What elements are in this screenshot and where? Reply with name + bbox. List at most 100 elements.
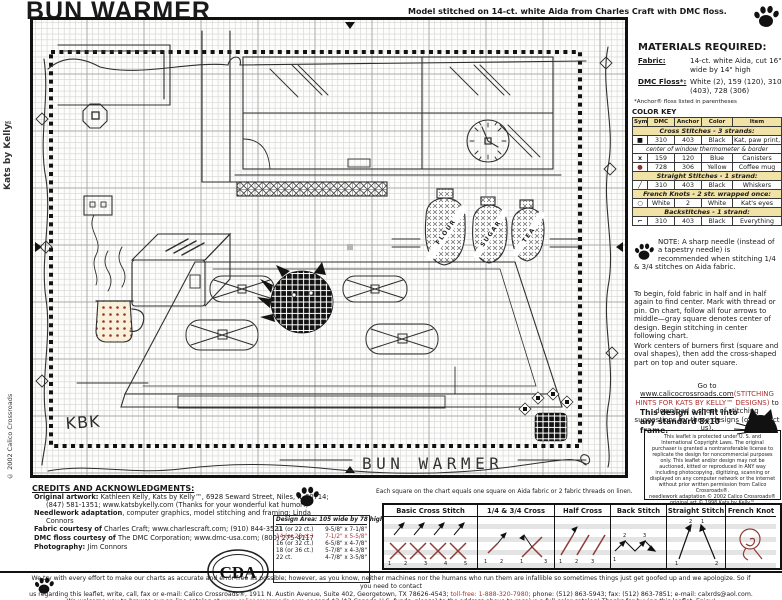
stitch-guide-header: Basic Cross Stitch: [384, 505, 477, 517]
footer-line3-pre: We welcome you to browse our on-line cat…: [66, 598, 221, 600]
footer-fine-print: We try with every effort to make our cha…: [26, 575, 756, 600]
credit-text: The DMC Corporation; www.dmc-usa.com; (8…: [115, 533, 314, 542]
credit-text: Charles Craft; www.charlescraft.com; (91…: [101, 525, 283, 534]
svg-text:1: 1: [613, 557, 616, 563]
svg-text:2: 2: [623, 533, 626, 539]
svg-text:1: 1: [484, 559, 487, 565]
toaster-lever: [189, 274, 201, 289]
stitch-guide-header: Back Stitch: [610, 505, 666, 517]
paw-icon: [296, 486, 319, 507]
count-cell: 11 (or 22 ct.): [276, 526, 314, 533]
size-cell: 4-7/8" x 3-5/8": [325, 555, 367, 562]
design-area-row: 22 ct. 4-7/8" x 3-5/8": [276, 555, 367, 562]
credit-lead: Original artwork:: [34, 493, 99, 501]
stitch-guide-strip: Basic Cross Stitch 1/4 & 3/4 Cross Half …: [382, 503, 782, 570]
paw-icon: [34, 577, 54, 594]
materials-floss-row: DMC Floss*: White (2), 159 (120), 310 (4…: [638, 77, 782, 95]
design-area-row: 14 (or 28 ct.) 7-1/2" x 5-5/8": [276, 534, 367, 541]
anchor-cell: 403: [674, 180, 702, 190]
dmc-cell: 728: [647, 162, 675, 172]
chart-svg: BUN WARMER KBK FLOUR SUGAR TEA: [30, 17, 628, 478]
stitched-paw-print: [518, 387, 574, 442]
count-cell: 22 ct.: [276, 555, 293, 562]
begin-instructions: To begin, fold fabric in half and in hal…: [634, 290, 776, 341]
artist-initials: KBK: [65, 412, 101, 433]
section-title: French Knots - 2 str. wrapped once:: [632, 189, 782, 199]
footer-line2: us regarding this leaflet, write, call, …: [26, 591, 756, 599]
website-note: Go to www.calicocrossroads.com(STITCHING…: [634, 382, 780, 432]
note-text: NOTE: A sharp needle (instead of a tapes…: [634, 238, 776, 272]
footer-line2-pre: us regarding this leaflet, write, call, …: [29, 590, 451, 598]
copyright-line2: needlework adaptation © 2002 Calico Cros…: [649, 494, 776, 500]
design-area-heading: Design Area: 105 wide by 78 high: [276, 517, 384, 525]
burner-instructions: Work centers of burners first (square an…: [634, 342, 779, 367]
materials-heading: MATERIALS REQUIRED:: [638, 42, 767, 53]
symbol-cell: x: [632, 153, 648, 163]
copyright-body: This leaflet is protected under U. S. an…: [649, 434, 776, 494]
stitch-guide-header: 1/4 & 3/4 Cross: [477, 505, 554, 517]
credit-lead: DMC floss courtesy of: [34, 533, 116, 542]
section-title: Straight Stitches - 1 strand:: [632, 171, 782, 181]
paw-icon: [634, 243, 654, 260]
item-cell: Kat's eyes: [732, 198, 782, 208]
design-area-rows: 11 (or 22 ct.)9-5/8" x 7-1/8"14 (or 28 c…: [276, 527, 367, 563]
symbol-cell: ■: [632, 135, 648, 145]
svg-text:3: 3: [643, 533, 646, 539]
credit-lead: Photography:: [34, 542, 86, 551]
footer-line3-post: or send $2 ($3 Canada-U.S. funds, please…: [304, 598, 715, 600]
goto-red: (STITCHING HINTS FOR KATS BY KELLY™ DESI…: [635, 390, 774, 407]
clock: [466, 119, 510, 163]
svg-text:2: 2: [575, 559, 578, 565]
copyright-box: This leaflet is protected under U. S. an…: [644, 430, 781, 506]
svg-text:3: 3: [544, 559, 547, 565]
credit-line: DMC floss courtesy of The DMC Corporatio…: [34, 533, 336, 543]
count-cell: 16 (or 32 ct.): [276, 540, 314, 547]
svg-text:2: 2: [689, 519, 692, 525]
credit-text: Jim Connors: [85, 542, 128, 551]
svg-text:4: 4: [444, 561, 447, 566]
dmc-cell: 310: [647, 135, 675, 145]
stitch-guide-header: Half Cross: [554, 505, 610, 517]
credit-text: Kathleen Kelly, Kats by Kelly™, 6928 Sew…: [46, 493, 329, 509]
peeking-cat-icon: [734, 408, 778, 435]
svg-text:1: 1: [559, 559, 562, 565]
footer-divider: [0, 571, 782, 573]
stitch-guide-header: French Knot: [725, 505, 776, 517]
color-key-section-row: Cross Stitches - 3 strands:: [632, 126, 782, 136]
fabric-label: Fabric:: [638, 56, 666, 65]
anchor-note: *Anchor® floss listed in parentheses: [634, 99, 737, 105]
section-title: Cross Stitches - 3 strands:: [632, 126, 782, 136]
color-cell: Blue: [701, 153, 733, 163]
floss-label: DMC Floss*:: [638, 77, 687, 86]
window-glass-arcs: [242, 124, 541, 170]
materials-fabric-row: Fabric: 14-ct. white Aida, cut 16" wide …: [638, 56, 782, 74]
col-dmc: DMC: [647, 117, 675, 127]
window-mullions: [234, 56, 562, 176]
drawer-front: [177, 395, 446, 409]
color-key-header-row: Symbol DMC Anchor Color Item: [632, 117, 782, 127]
burners: [185, 275, 439, 355]
anchor-cell: 403: [674, 216, 702, 226]
toaster: [130, 232, 232, 307]
window-glass-reflections: [269, 64, 511, 98]
color-key-heading: COLOR KEY: [632, 108, 677, 116]
count-cell: 14 (or 28 ct.): [276, 533, 314, 540]
coffee-mug: [95, 300, 145, 343]
left-curtain: [41, 58, 49, 466]
credit-lead: Needlework adaptation: [34, 509, 123, 518]
cat-eye: [308, 290, 314, 296]
cabinet: [57, 44, 171, 106]
anchor-cell: 2: [674, 198, 702, 208]
credit-line: Needlework adaptation, computer graphics…: [34, 509, 336, 525]
floss-value: White (2), 159 (120), 310 (403), 728 (30…: [690, 77, 782, 95]
svg-text:5: 5: [464, 561, 467, 566]
item-cell: Canisters: [732, 153, 782, 163]
size-cell: 7-1/2" x 5-5/8": [325, 533, 367, 540]
goto-post: to download a sheet of stitching suggest…: [634, 398, 780, 433]
goto-pre: Go to: [697, 382, 717, 390]
table-edge-wave: [47, 454, 591, 474]
svg-text:1: 1: [520, 559, 523, 565]
color-key-section-row: Straight Stitches - 1 strand:: [632, 171, 782, 181]
